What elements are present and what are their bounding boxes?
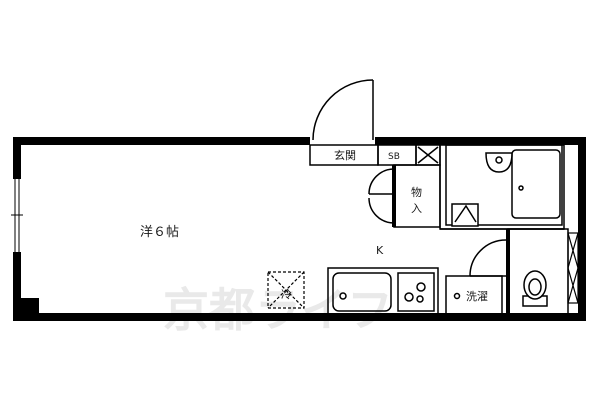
entrance-label: 玄関 <box>334 148 356 162</box>
fridge-space <box>267 271 305 309</box>
kitchen-counter <box>327 267 439 317</box>
kitchen-label: K <box>376 244 384 257</box>
entrance-area <box>309 144 441 166</box>
exterior-walls <box>13 137 586 321</box>
western-room-label: 洋６帖 <box>140 225 179 240</box>
shoe-box-label: SB <box>388 152 400 162</box>
toilet-room <box>469 228 569 316</box>
watermark-logo: 京都ライフ <box>163 283 393 337</box>
closet-label-1: 物 <box>411 185 422 199</box>
closet-label-2: 入 <box>411 202 422 215</box>
bathroom <box>439 144 565 230</box>
window-left <box>11 179 23 252</box>
right-storage <box>567 232 579 304</box>
fridge-label: 冷 <box>281 288 292 301</box>
entrance-door <box>312 79 374 141</box>
closet <box>368 164 441 228</box>
laundry-label: 洗濯 <box>466 290 488 303</box>
